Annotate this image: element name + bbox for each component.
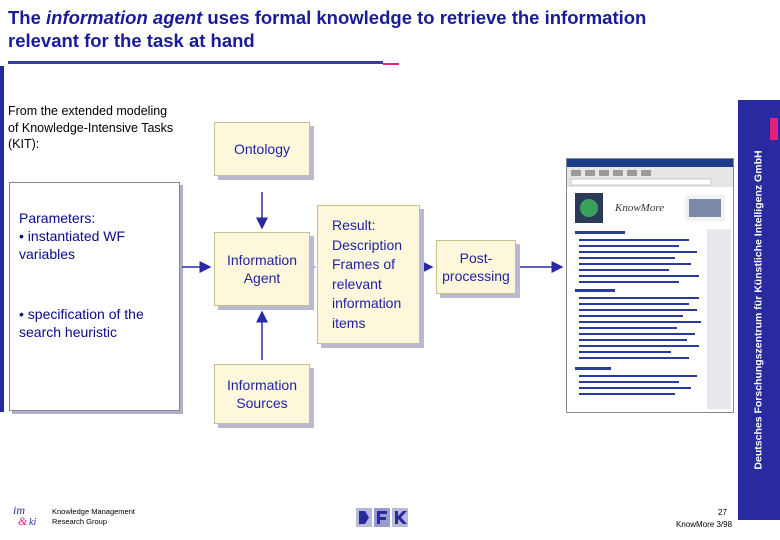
browser-screenshot-graphic: KnowMore (567, 159, 733, 412)
post-processing-node: Post-processing (436, 240, 516, 294)
project-page-label: KnowMore 3/98 (676, 520, 733, 529)
parameters-item-heuristic: • specification of the search heuristic (19, 306, 144, 340)
parameters-box: Parameters: • instantiated WF variables … (9, 182, 180, 411)
ontology-node: Ontology (214, 122, 310, 176)
page-number: 27 (718, 508, 727, 517)
title-emphasis: information agent (46, 7, 203, 28)
research-group-line1: Knowledge Management (52, 507, 135, 516)
information-agent-node: Information Agent (214, 232, 310, 306)
banner-accent (770, 118, 778, 140)
dfki-logo-icon (356, 508, 408, 527)
dfki-side-banner-text-wrap: Deutsches Forschungszentrum für Künstlic… (738, 100, 780, 520)
svg-text:&: & (18, 514, 28, 527)
result-node: Result: Description Frames of relevant i… (317, 205, 420, 344)
slide-title: The information agent uses formal knowle… (8, 7, 647, 51)
title-rule-accent (383, 63, 399, 65)
browser-screenshot-thumbnail: KnowMore (566, 158, 734, 413)
intro-text: From the extended modeling of Knowledge-… (8, 104, 174, 151)
svg-text:KnowMore: KnowMore (614, 202, 664, 214)
left-accent-bar (0, 66, 4, 412)
parameters-heading: Parameters: (19, 210, 96, 226)
parameters-item-variables: • instantiated WF variables (19, 228, 126, 262)
information-sources-node: Information Sources (214, 364, 310, 424)
research-group-line2: Research Group (52, 517, 108, 526)
svg-text:ki: ki (29, 517, 36, 527)
research-group-label: Knowledge Management Research Group (52, 507, 135, 527)
dfki-side-banner (738, 100, 780, 520)
svg-text:im: im (13, 503, 25, 517)
km-logo-icon: im & ki (13, 503, 36, 527)
dfki-side-banner-text: Deutsches Forschungszentrum für Künstlic… (753, 150, 765, 470)
title-rule (8, 61, 383, 64)
